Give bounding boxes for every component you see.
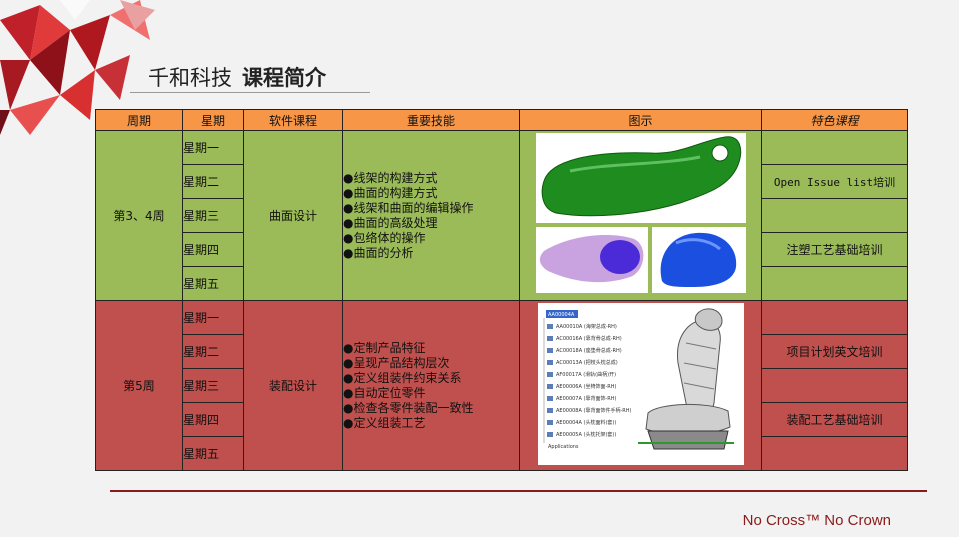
slide-title: 千和科技课程简介 [148, 62, 326, 92]
header-course: 软件课程 [243, 109, 343, 131]
tree-items: AA00010A (海架总成-RH) AC00016A (靠背骨总成-RH) A… [556, 323, 631, 438]
day-cell: 星期四 [182, 402, 244, 437]
table-row: 星期四 装配工艺基础培训 [96, 402, 908, 437]
day-cell: 星期五 [182, 266, 244, 301]
header-image: 图示 [519, 109, 762, 131]
subject-title: 课程简介 [242, 66, 326, 90]
header-period: 周期 [95, 109, 183, 131]
header-row: 周期 星期 软件课程 重要技能 图示 特色课程 [95, 109, 908, 131]
company-name: 千和科技 [148, 66, 232, 90]
skill-item: ●线架和曲面的编辑操作 [343, 200, 474, 215]
special-course-cell [761, 300, 908, 335]
table-row: 星期五 [96, 266, 908, 301]
special-course-cell: 注塑工艺基础培训 [761, 232, 908, 267]
period-cell: 第5周 [95, 300, 183, 471]
day-cell: 星期二 [182, 334, 244, 369]
title-underline [130, 92, 370, 93]
day-cell: 星期一 [182, 130, 244, 165]
skill-item: ●检查各零件装配一致性 [343, 400, 474, 415]
special-course-cell [761, 368, 908, 403]
special-course-cell: 装配工艺基础培训 [761, 402, 908, 437]
course-cell: 曲面设计 [243, 130, 343, 301]
table-row: 星期二 项目计划英文培训 [96, 334, 908, 369]
tree-item: AC00018A (座垫骨总成-RH) [556, 347, 622, 354]
surface-model-illustrations [535, 133, 746, 293]
skill-item: ●线架的构建方式 [343, 170, 438, 185]
day-cell: 星期一 [182, 300, 244, 335]
tree-item: AE00004A (头枕面料(套)) [556, 419, 616, 426]
course-cell: 装配设计 [243, 300, 343, 471]
tree-item: AF00017A (滑轨(曲柄)开) [556, 371, 616, 378]
table-row: 第5周 星期一 装配设计 ●定制产品特征 ●呈现产品结构层次 ●定义组装件约束关… [95, 300, 908, 471]
header-skills: 重要技能 [342, 109, 520, 131]
special-course-cell: Open Issue list培训 [761, 164, 908, 199]
table-row: 星期二 Open Issue list培训 [96, 164, 908, 199]
skill-item: ●呈现产品结构层次 [343, 355, 450, 370]
skill-item: ●包络体的操作 [343, 230, 426, 245]
day-cell: 星期三 [182, 198, 244, 233]
table-row: 第3、4周 星期一 曲面设计 ●线架的构建方式 ●曲面的构建方式 ●线架和曲面的… [95, 130, 908, 301]
tree-item: AA00010A (海架总成-RH) [556, 323, 617, 330]
table-row: 星期五 [96, 436, 908, 471]
special-course-cell [761, 266, 908, 301]
tree-item: AE00006A (坐椅饰面-RH) [556, 383, 616, 390]
footer-divider [110, 490, 927, 492]
special-course-cell [761, 198, 908, 233]
header-special: 特色课程 [761, 109, 908, 131]
table-row: 星期三 [96, 368, 908, 403]
tree-item: AE00008A (靠背面饰件手柄-RH) [556, 407, 631, 414]
tree-item: AC00013A (把枝头枕总成) [556, 359, 618, 366]
tree-item: AC00016A (靠背骨总成-RH) [556, 335, 622, 342]
course-table: 周期 星期 软件课程 重要技能 图示 特色课程 第3、4周 星期一 曲面设计 ●… [95, 109, 908, 471]
day-cell: 星期四 [182, 232, 244, 267]
skill-item: ●自动定位零件 [343, 385, 426, 400]
tree-item: AE00007A (靠背面饰-RH) [556, 395, 616, 402]
day-cell: 星期三 [182, 368, 244, 403]
skill-item: ●定义组装件约束关系 [343, 370, 462, 385]
header-day: 星期 [182, 109, 244, 131]
skills-cell: ●线架的构建方式 ●曲面的构建方式 ●线架和曲面的编辑操作 ●曲面的高级处理 ●… [342, 130, 520, 301]
period-cell: 第3、4周 [95, 130, 183, 301]
tree-item: AE00005A (头枕托架(套)) [556, 431, 616, 438]
surface-images-cell [519, 130, 762, 301]
special-course-cell [761, 436, 908, 471]
tree-footer: Applications [548, 444, 579, 450]
special-course-cell [761, 130, 908, 165]
day-cell: 星期五 [182, 436, 244, 471]
footer-slogan: No Cross™ No Crown [742, 512, 891, 529]
table-row: 星期四 注塑工艺基础培训 [96, 232, 908, 267]
skill-item: ●定制产品特征 [343, 340, 426, 355]
tree-root: AA00004A [548, 312, 575, 318]
skill-item: ●定义组装工艺 [343, 415, 426, 430]
decorative-triangles [0, 0, 155, 135]
skill-item: ●曲面的构建方式 [343, 185, 438, 200]
seat-assembly-illustration: AA00004A AA00010A (海架总成-RH) AC00016A (靠背… [537, 303, 744, 465]
skill-item: ●曲面的高级处理 [343, 215, 438, 230]
table-row: 星期三 [96, 198, 908, 233]
skill-item: ●曲面的分析 [343, 245, 414, 260]
assembly-image-cell: AA00004A AA00010A (海架总成-RH) AC00016A (靠背… [519, 300, 762, 471]
special-course-cell: 项目计划英文培训 [761, 334, 908, 369]
skills-cell: ●定制产品特征 ●呈现产品结构层次 ●定义组装件约束关系 ●自动定位零件 ●检查… [342, 300, 520, 471]
day-cell: 星期二 [182, 164, 244, 199]
